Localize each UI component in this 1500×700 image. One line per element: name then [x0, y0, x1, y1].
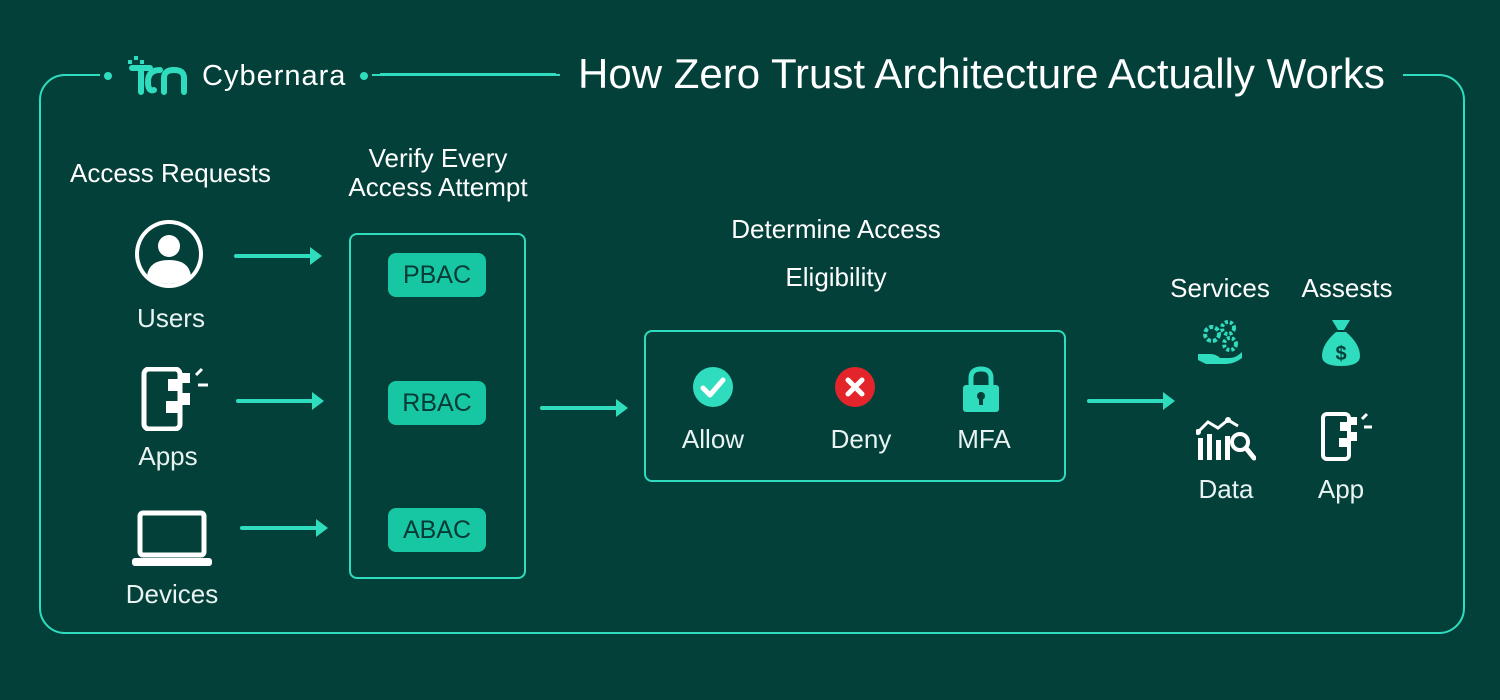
verify-panel — [349, 233, 526, 579]
determine-panel — [644, 330, 1066, 482]
arrow-users-to-verify — [234, 247, 322, 265]
deny-label: Deny — [830, 424, 892, 454]
arrow-devices-to-verify — [240, 519, 328, 537]
determine-heading-line1: Determine Access — [731, 214, 941, 244]
pbac-badge: PBAC — [388, 253, 486, 297]
determine-heading-line2: Eligibility — [785, 262, 887, 292]
data-label: Data — [1198, 474, 1254, 504]
data-analytics-icon — [1196, 417, 1256, 461]
services-heading: Services — [1170, 273, 1270, 303]
app-label: App — [1317, 474, 1365, 504]
mobile-app-icon — [1321, 412, 1372, 461]
brand-dot-right — [360, 72, 369, 80]
arrow-apps-to-verify — [236, 392, 324, 410]
brand-name: Cybernara — [202, 59, 347, 92]
cybernara-logo-icon — [128, 56, 187, 95]
rbac-badge: RBAC — [388, 381, 486, 425]
lock-icon — [963, 366, 999, 412]
user-icon — [135, 220, 203, 288]
services-gears-icon — [1198, 320, 1242, 364]
verify-heading-line1: Verify Every — [368, 143, 508, 173]
svg-text:$: $ — [1335, 343, 1346, 365]
mfa-label: MFA — [957, 424, 1011, 454]
devices-label: Devices — [125, 579, 219, 609]
money-bag-icon: $ — [1322, 320, 1360, 366]
mobile-app-icon — [141, 367, 208, 431]
apps-label: Apps — [138, 441, 198, 471]
check-circle-icon — [693, 367, 733, 407]
abac-badge: ABAC — [388, 508, 486, 552]
x-circle-icon — [835, 367, 875, 407]
users-label: Users — [137, 303, 205, 333]
brand: Cybernara — [100, 52, 373, 100]
verify-heading-line2: Access Attempt — [348, 172, 528, 202]
laptop-icon — [132, 510, 212, 566]
arrow-verify-to-determine — [540, 399, 628, 417]
assests-heading: Assests — [1301, 273, 1393, 303]
brand-dot-left — [104, 72, 112, 80]
arrow-determine-to-resources — [1087, 392, 1175, 410]
allow-label: Allow — [681, 424, 745, 454]
brand-divider-line — [380, 73, 556, 75]
access-requests-heading: Access Requests — [70, 158, 271, 188]
page-title: How Zero Trust Architecture Actually Wor… — [560, 50, 1403, 98]
